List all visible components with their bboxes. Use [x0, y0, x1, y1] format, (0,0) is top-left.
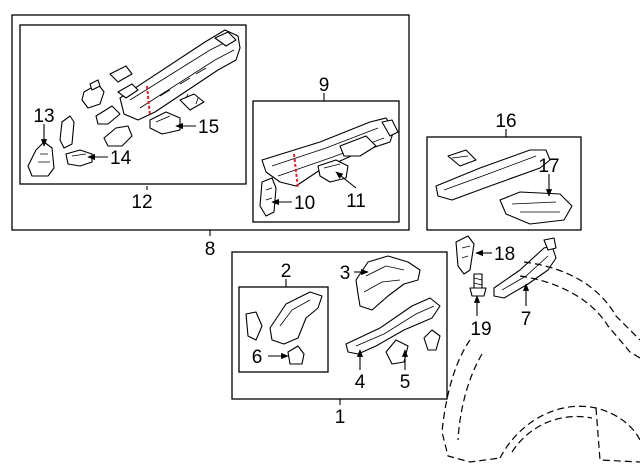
reinforcement-15 — [149, 111, 181, 135]
reinforcement-17 — [499, 191, 573, 225]
cut-marker-12 — [146, 85, 151, 117]
bracket-18 — [455, 235, 475, 275]
callout-10: 10 — [294, 193, 315, 214]
callout-16: 16 — [495, 111, 516, 132]
callout-7: 7 — [521, 309, 532, 330]
wheelhouse-3 — [355, 255, 421, 311]
callout-12: 12 — [131, 192, 152, 213]
callout-8: 8 — [205, 239, 216, 260]
callout-15: 15 — [198, 117, 219, 138]
callout-9: 9 — [319, 75, 330, 96]
bolt-19 — [469, 273, 487, 297]
bracket-10 — [259, 177, 277, 217]
callout-3: 3 — [340, 263, 351, 284]
rail-assembly-16 — [435, 149, 551, 201]
group-16-box — [426, 136, 582, 231]
cut-marker-9 — [293, 153, 299, 189]
bracket-parts-12 — [81, 65, 205, 147]
rail-assembly-12 — [119, 29, 241, 121]
callout-19: 19 — [470, 319, 491, 340]
group-12-box — [19, 24, 247, 185]
bracket-13 — [27, 115, 75, 177]
group-9-box — [252, 100, 400, 223]
bracket-6 — [287, 345, 305, 365]
callout-5: 5 — [400, 372, 411, 393]
rail-4 — [345, 297, 441, 355]
callout-11: 11 — [346, 191, 366, 212]
callout-2: 2 — [281, 261, 292, 282]
fender-dashed — [441, 261, 640, 463]
callout-14: 14 — [110, 148, 132, 169]
callout-13: 13 — [33, 106, 54, 127]
callout-1: 1 — [335, 407, 346, 428]
callout-6: 6 — [252, 347, 263, 368]
apron-2 — [245, 291, 323, 345]
group-2-box — [238, 286, 329, 373]
callout-17: 17 — [538, 156, 559, 177]
callout-4: 4 — [355, 372, 366, 393]
bracket-5 — [385, 329, 441, 365]
extension-7 — [493, 237, 557, 299]
bracket-14 — [65, 149, 93, 167]
rail-assembly-9 — [261, 117, 399, 189]
callout-18: 18 — [494, 244, 515, 265]
